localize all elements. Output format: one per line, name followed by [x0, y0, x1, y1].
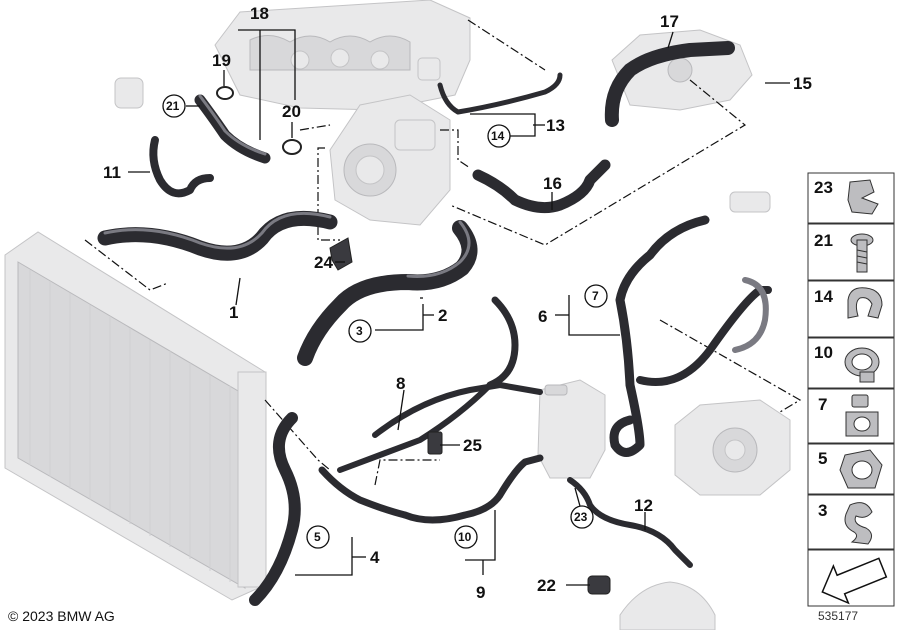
radiator-ghost — [4, 231, 267, 601]
sidebar-label-21: 21 — [814, 231, 833, 250]
hose-8 — [337, 382, 543, 473]
callout-4: 4 — [370, 548, 380, 567]
callout-25: 25 — [463, 436, 482, 455]
callout-1: 1 — [229, 303, 238, 322]
seal-ring-20 — [282, 139, 302, 155]
callout-22: 22 — [537, 576, 556, 595]
hose-17 — [604, 41, 735, 127]
copyright-notice: © 2023 BMW AG — [8, 608, 115, 624]
callout-15: 15 — [793, 74, 812, 93]
sidebar-label-7: 7 — [818, 395, 827, 414]
callout-23-circled: 23 — [574, 510, 588, 524]
clip-3-icon — [844, 502, 873, 545]
clip-7-icon — [845, 394, 879, 437]
callout-labels: 1 2 3 4 5 6 7 8 9 10 11 12 13 14 15 16 1… — [103, 4, 812, 602]
callout-10-circled: 10 — [458, 530, 472, 544]
clip-14-icon — [847, 287, 883, 319]
callout-24: 24 — [314, 253, 333, 272]
engine-block-ghost — [214, 0, 471, 111]
callout-5-circled: 5 — [314, 530, 321, 544]
bolt-21-icon — [850, 233, 874, 273]
reservoir-bottom-ghost — [619, 581, 716, 630]
callout-18: 18 — [250, 4, 269, 23]
callout-20: 20 — [282, 102, 301, 121]
callout-12: 12 — [634, 496, 653, 515]
callout-9: 9 — [476, 583, 485, 602]
view-direction-arrow-icon — [821, 557, 888, 605]
callout-7-circled: 7 — [592, 289, 599, 303]
hose-4 — [249, 412, 301, 606]
hose-13 — [437, 72, 563, 115]
sidebar-label-10: 10 — [814, 343, 833, 362]
sidebar-box-23[interactable]: 23 — [807, 172, 895, 224]
parts-sidebar: 23 21 14 10 — [807, 172, 895, 610]
connection-lines — [84, 19, 802, 486]
callout-6: 6 — [538, 307, 547, 326]
sidebar-box-14[interactable]: 14 — [807, 280, 895, 338]
clip-5-icon — [839, 449, 883, 489]
seal-ring-19 — [216, 86, 234, 100]
small-valve-ghosts — [114, 57, 771, 213]
water-pump-ghost — [329, 94, 451, 226]
image-number: 535177 — [818, 609, 859, 623]
sensor-25 — [427, 431, 443, 455]
sidebar-box-3[interactable]: 3 — [807, 494, 895, 550]
callout-19: 19 — [212, 51, 231, 70]
clamp-10-icon — [844, 347, 880, 383]
callout-2: 2 — [438, 306, 447, 325]
sidebar-box-7[interactable]: 7 — [807, 388, 895, 444]
sidebar-label-3: 3 — [818, 501, 827, 520]
sidebar-box-arrow[interactable] — [807, 549, 895, 610]
callout-8: 8 — [396, 374, 405, 393]
callout-21-circled: 21 — [166, 99, 180, 113]
hose-1 — [97, 210, 338, 261]
expansion-tank-ghost — [537, 379, 606, 479]
sidebar-box-21[interactable]: 21 — [807, 223, 895, 281]
clip-23-icon — [847, 179, 879, 215]
hose-11 — [149, 136, 214, 198]
sidebar-label-14: 14 — [814, 287, 833, 306]
callout-13: 13 — [546, 116, 565, 135]
sidebar-box-10[interactable]: 10 — [807, 337, 895, 389]
sidebar-label-5: 5 — [818, 449, 827, 468]
callout-3-circled: 3 — [356, 324, 363, 338]
hose-6 — [609, 215, 772, 457]
hose-2 — [297, 220, 478, 366]
alternator-ghost — [674, 399, 791, 496]
hose-9 — [318, 296, 544, 524]
pipe-18 — [194, 94, 271, 164]
sidebar-box-5[interactable]: 5 — [807, 443, 895, 495]
leader-lines — [128, 29, 790, 586]
callout-17: 17 — [660, 12, 679, 31]
sidebar-label-23: 23 — [814, 178, 833, 197]
bracket-24 — [329, 237, 353, 271]
hose-16 — [472, 159, 611, 214]
callout-16: 16 — [543, 174, 562, 193]
callout-14-circled: 14 — [491, 129, 505, 143]
hose-12 — [567, 477, 693, 568]
grommet-22 — [587, 575, 611, 595]
callout-11: 11 — [103, 163, 121, 182]
